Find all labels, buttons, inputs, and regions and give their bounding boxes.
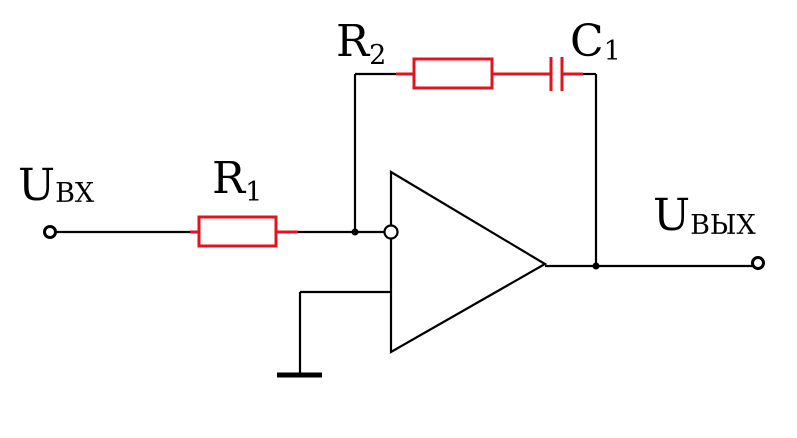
input-terminal bbox=[43, 225, 57, 239]
output-junction-dot bbox=[592, 262, 600, 270]
output-terminal bbox=[751, 256, 765, 270]
inverting-input-bubble bbox=[383, 224, 399, 240]
input-voltage-label: UВХ bbox=[18, 160, 95, 211]
r2-resistor bbox=[412, 57, 494, 90]
r1-label: R1 bbox=[212, 153, 262, 208]
output-voltage-label: UВЫХ bbox=[653, 190, 757, 241]
c1-label: C1 bbox=[570, 16, 621, 67]
op-amp-triangle bbox=[389, 170, 548, 354]
r1-resistor bbox=[197, 215, 278, 248]
r2-label: R2 bbox=[336, 16, 386, 71]
